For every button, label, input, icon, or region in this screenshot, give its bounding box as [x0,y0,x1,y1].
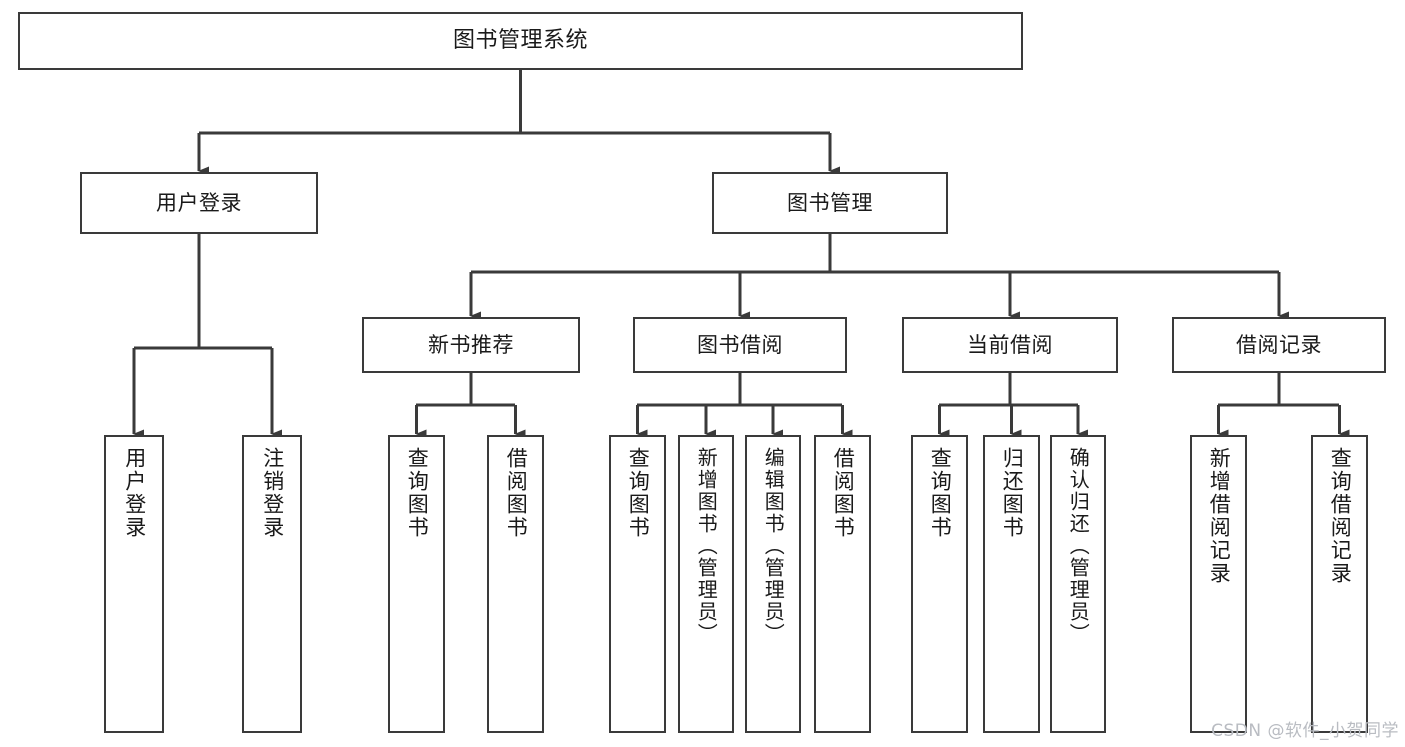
node-label: 注销登录 [260,447,285,539]
node-label: 新书推荐 [428,332,514,357]
node-label: 新增图书（管理员） [694,447,719,645]
node-leaf-logout[interactable]: 注销登录 [242,435,302,733]
node-leaf-add-rec[interactable]: 新增借阅记录 [1190,435,1247,733]
node-borrow-record[interactable]: 借阅记录 [1172,317,1386,373]
node-new-book-rec[interactable]: 新书推荐 [362,317,580,373]
node-book-manage[interactable]: 图书管理 [712,172,948,234]
node-leaf-q-book-1[interactable]: 查询图书 [388,435,445,733]
node-label: 确认归还（管理员） [1066,447,1091,645]
node-label: 图书管理 [787,190,873,215]
node-root[interactable]: 图书管理系统 [18,12,1023,70]
node-leaf-q-book-2[interactable]: 查询图书 [609,435,666,733]
node-leaf-q-rec[interactable]: 查询借阅记录 [1311,435,1368,733]
node-user-login[interactable]: 用户登录 [80,172,318,234]
node-label: 图书管理系统 [452,27,588,53]
node-label: 用户登录 [156,190,242,215]
node-leaf-confirm[interactable]: 确认归还（管理员） [1050,435,1106,733]
node-label: 借阅记录 [1236,332,1322,357]
node-leaf-edit-book[interactable]: 编辑图书（管理员） [745,435,801,733]
node-label: 图书借阅 [697,332,783,357]
node-label: 新增借阅记录 [1207,447,1232,585]
node-book-borrow[interactable]: 图书借阅 [633,317,847,373]
node-leaf-b-book-1[interactable]: 借阅图书 [487,435,544,733]
node-label: 借阅图书 [504,447,529,539]
node-label: 当前借阅 [967,332,1053,357]
node-leaf-login[interactable]: 用户登录 [104,435,164,733]
node-current-borrow[interactable]: 当前借阅 [902,317,1118,373]
node-leaf-b-book-2[interactable]: 借阅图书 [814,435,871,733]
node-label: 借阅图书 [831,447,856,539]
node-label: 归还图书 [1000,447,1025,539]
node-label: 查询借阅记录 [1328,447,1353,585]
node-leaf-q-book-3[interactable]: 查询图书 [911,435,968,733]
node-leaf-add-book[interactable]: 新增图书（管理员） [678,435,734,733]
node-leaf-return[interactable]: 归还图书 [983,435,1040,733]
node-label: 用户登录 [122,447,147,539]
node-label: 查询图书 [405,447,430,539]
watermark-text: CSDN @软件_小贺同学 [1211,721,1399,741]
node-label: 编辑图书（管理员） [761,447,786,645]
node-label: 查询图书 [626,447,651,539]
node-label: 查询图书 [928,447,953,539]
